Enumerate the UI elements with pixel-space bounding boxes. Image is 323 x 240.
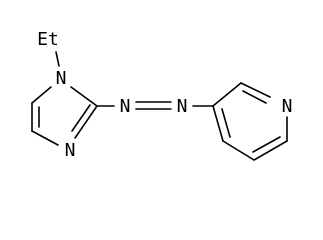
pyridine-n-label: N xyxy=(282,96,293,117)
imidazole-n1-label: N xyxy=(56,68,67,89)
bond-c3-c2py xyxy=(212,82,242,107)
bond-c5-c4py xyxy=(222,140,255,161)
azo-n2-label: N xyxy=(177,96,188,117)
chemical-structure-diagram: Et N N N N N xyxy=(31,29,293,161)
bond-n3-c2 xyxy=(74,105,98,139)
bond-n3-c2-double xyxy=(71,104,91,132)
bond-c6-c5-double xyxy=(252,136,281,153)
bond-c4py-c3-double xyxy=(221,108,231,138)
ethyl-label: Et xyxy=(37,29,59,50)
bond-n1-c2 xyxy=(70,86,98,107)
bond-c4py-c3 xyxy=(212,105,224,142)
bond-ethyl-n1 xyxy=(55,51,60,67)
bond-c2py-n xyxy=(240,82,271,98)
imidazole-n3-label: N xyxy=(65,140,76,161)
bond-c2py-n-double xyxy=(242,90,267,104)
bond-c4-n3 xyxy=(31,130,59,146)
bond-n1-c5 xyxy=(31,86,52,104)
bond-c6-c5 xyxy=(253,140,288,161)
azo-n1-label: N xyxy=(120,96,131,117)
